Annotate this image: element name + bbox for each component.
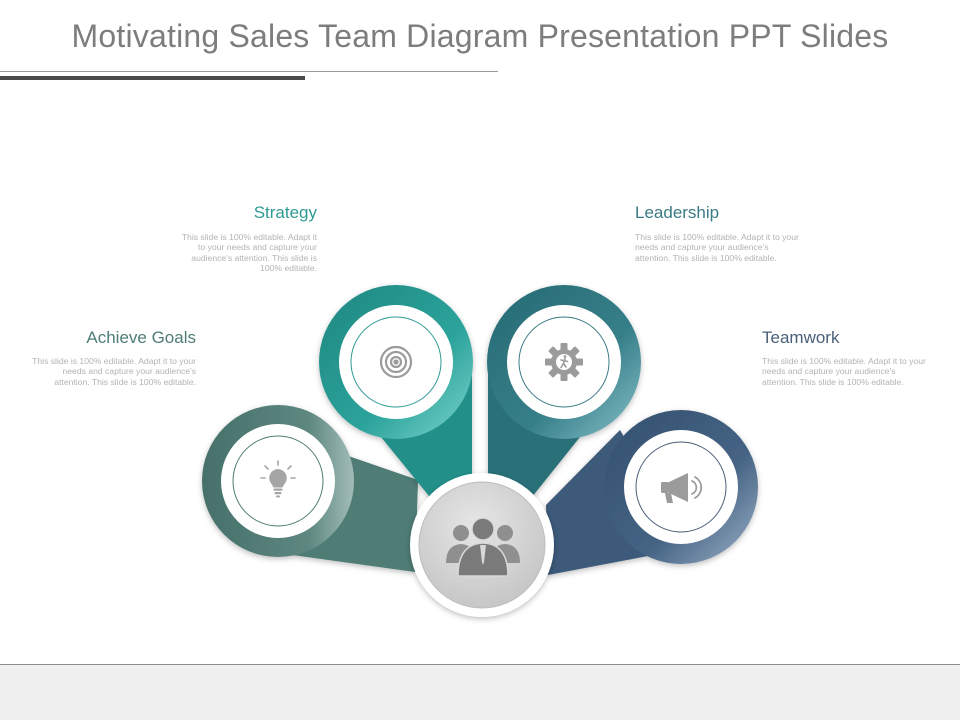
gear-icon	[545, 343, 583, 381]
slide-title: Motivating Sales Team Diagram Presentati…	[71, 18, 889, 54]
text-leadership: This slide is 100% editable. Adapt it to…	[635, 232, 799, 263]
title-rule-thick	[0, 76, 305, 80]
lightbulb-icon	[260, 460, 296, 498]
text-teamwork: This slide is 100% editable. Adapt it to…	[762, 356, 926, 387]
footer-band	[0, 665, 960, 720]
heading-teamwork: Teamwork	[762, 328, 840, 347]
title-rule-thin	[0, 71, 498, 72]
megaphone-icon	[661, 473, 703, 503]
heading-achieve-goals: Achieve Goals	[86, 328, 196, 347]
heading-leadership: Leadership	[635, 203, 720, 222]
footer-divider	[0, 664, 960, 665]
heading-strategy: Strategy	[253, 203, 317, 222]
target-icon	[379, 345, 413, 379]
team-icon	[446, 517, 520, 577]
text-achieve-goals: This slide is 100% editable. Adapt it to…	[32, 356, 196, 387]
text-strategy: This slide is 100% editable. Adapt it to…	[181, 232, 317, 274]
